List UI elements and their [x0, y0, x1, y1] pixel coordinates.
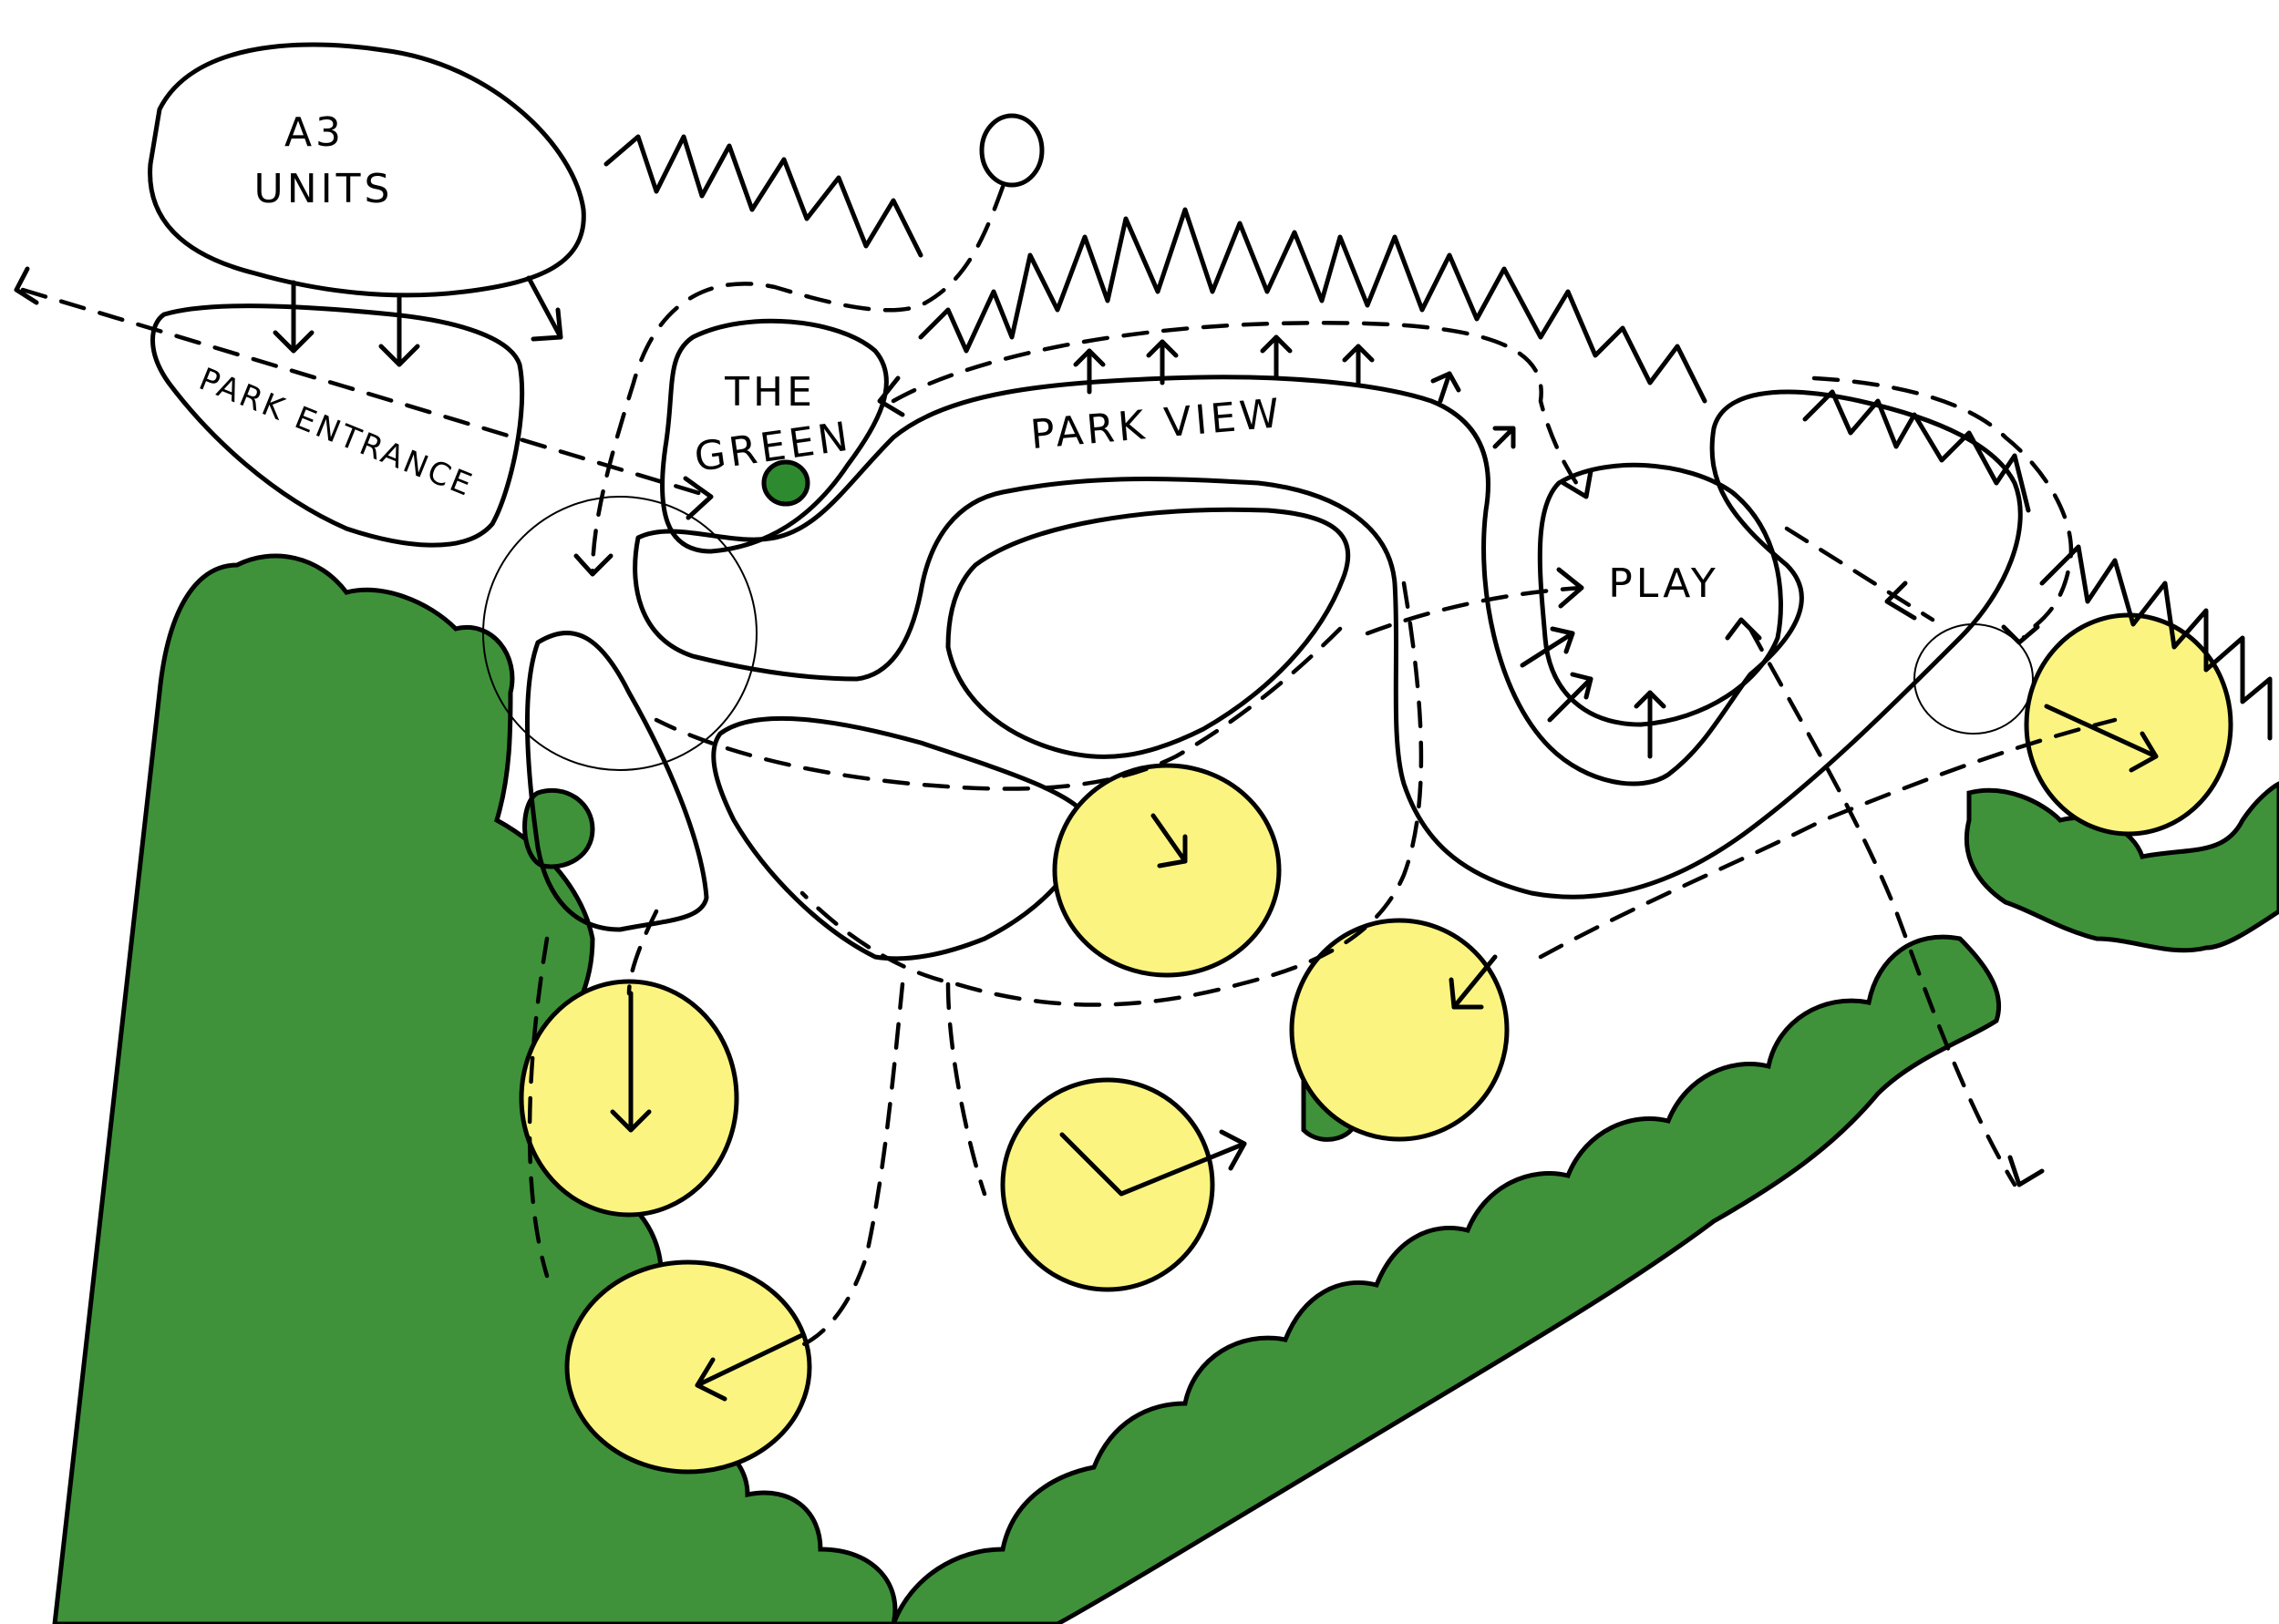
a3-units-label-line2: UNITS	[254, 166, 394, 212]
a3-units-label-line1: A3	[284, 109, 345, 156]
park-view-label: PARK VIEW	[1028, 390, 1284, 458]
the-green-area	[660, 318, 889, 554]
route-play-to-south	[1725, 617, 2045, 1187]
route-left-path	[527, 936, 550, 1279]
route-from-node	[573, 184, 1005, 577]
plot-orange-1	[524, 631, 709, 932]
woodland-bottom	[891, 934, 2002, 1624]
park-view-area	[633, 375, 2023, 899]
zigzag-boundary-upper	[918, 207, 1707, 404]
route-lower-branch	[626, 909, 987, 1352]
yellow-arrow-6	[2044, 704, 2159, 773]
play-entry-arrows	[1520, 626, 1666, 759]
view-arrows	[1073, 334, 1516, 449]
focus-ring-1	[482, 496, 758, 771]
plot-orange-3	[945, 507, 1351, 759]
route-diagonal-entrance	[14, 266, 714, 520]
yellow-arrow-5	[695, 1332, 805, 1402]
a3-units-area	[148, 42, 586, 298]
plot-orange-2	[711, 715, 1092, 961]
focus-ring-2	[1913, 623, 2034, 735]
yellow-plot-4	[1000, 1077, 1215, 1292]
yellow-plot-6	[2024, 612, 2233, 837]
zigzag-boundary-right	[1802, 389, 2031, 513]
zigzag-boundary-top	[603, 134, 923, 258]
yellow-arrow-3	[610, 991, 652, 1133]
tree-dot	[761, 459, 810, 507]
woodland-left	[52, 553, 898, 1624]
yellow-plot-1	[1052, 763, 1282, 978]
route-south-edge	[1538, 717, 2118, 960]
hedge-bump-1	[522, 787, 595, 869]
park-entrance-area	[150, 303, 525, 548]
the-green-label-line1: THE	[724, 369, 816, 416]
yellow-plot-2	[1289, 918, 1510, 1142]
route-top-loop	[877, 321, 1593, 499]
route-play-to-east	[1784, 526, 1935, 622]
yellow-arrow-4	[1059, 1129, 1247, 1197]
a3-arrow-2	[378, 293, 420, 367]
play-area	[1537, 462, 1783, 727]
zigzag-boundary-far-right	[2039, 544, 2273, 741]
route-spine-lower	[654, 581, 1424, 1007]
yellow-arrow-2	[1449, 954, 1498, 1010]
a3-arrow-3	[526, 275, 563, 342]
yellow-arrow-1	[1150, 813, 1188, 869]
yellow-plot-5	[564, 1259, 812, 1475]
node-circle	[979, 113, 1045, 188]
route-right-loop	[1811, 375, 2074, 645]
route-centre-to-play	[1365, 567, 1584, 636]
a3-arrow-1	[273, 280, 315, 354]
play-label: PLAY	[1608, 560, 1719, 607]
